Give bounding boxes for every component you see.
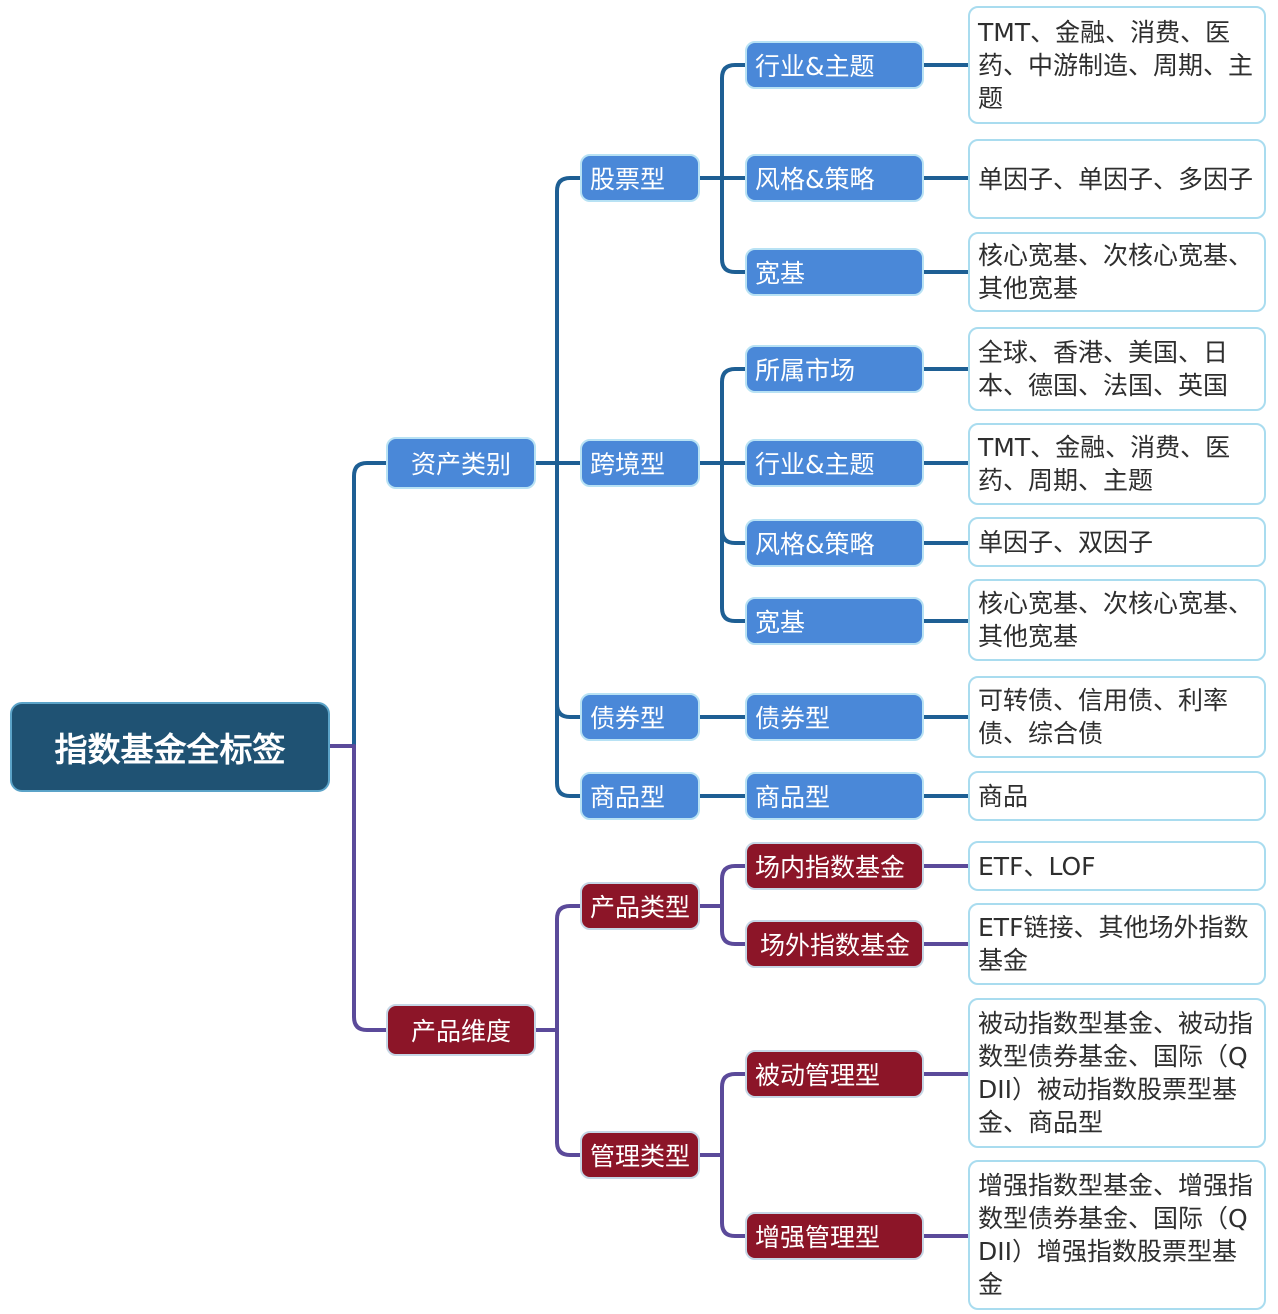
connector-asset-bond-mid <box>555 702 582 719</box>
node-bond-child[interactable]: 债券型 <box>745 693 924 741</box>
leaf-bond: 可转债、信用债、利率债、综合债 <box>968 676 1266 758</box>
connector-root-asset <box>352 461 388 748</box>
connector-asset-bond <box>555 461 582 798</box>
node-management-type[interactable]: 管理类型 <box>580 1131 700 1179</box>
node-cross-industry[interactable]: 行业&主题 <box>745 439 924 487</box>
node-bond[interactable]: 债券型 <box>580 693 700 741</box>
node-onsite-index-fund[interactable]: 场内指数基金 <box>745 842 924 890</box>
leaf-cross-industry: TMT、金融、消费、医药、周期、主题 <box>968 423 1266 505</box>
node-commodity[interactable]: 商品型 <box>580 772 700 820</box>
connector-cross-style <box>720 528 747 545</box>
node-enhanced-management[interactable]: 增强管理型 <box>745 1212 924 1260</box>
connector-stock-industry <box>720 63 747 180</box>
node-asset-category[interactable]: 资产类别 <box>386 437 536 489</box>
node-product-dimension[interactable]: 产品维度 <box>386 1004 536 1056</box>
node-commodity-child[interactable]: 商品型 <box>745 772 924 820</box>
leaf-stock-industry: TMT、金融、消费、医药、中游制造、周期、主题 <box>968 6 1266 124</box>
leaf-enhanced: 增强指数型基金、增强指数型债券基金、国际（QDII）增强指数股票型基金 <box>968 1160 1266 1310</box>
node-cross-border[interactable]: 跨境型 <box>580 439 700 487</box>
node-product-type[interactable]: 产品类型 <box>580 882 700 930</box>
node-stock-style[interactable]: 风格&策略 <box>745 154 924 202</box>
leaf-cross-market: 全球、香港、美国、日本、德国、法国、英国 <box>968 327 1266 411</box>
leaf-cross-style: 单因子、双因子 <box>968 517 1266 567</box>
node-cross-market[interactable]: 所属市场 <box>745 345 924 393</box>
node-cross-broad[interactable]: 宽基 <box>745 597 924 645</box>
connector-product-mgmt <box>555 1028 582 1157</box>
leaf-offsite: ETF链接、其他场外指数基金 <box>968 903 1266 985</box>
connector-stock-broad <box>720 176 747 274</box>
connector-product-type <box>555 904 582 1032</box>
connector-cross-broad <box>720 461 747 623</box>
node-stock-industry[interactable]: 行业&主题 <box>745 41 924 89</box>
leaf-stock-broad: 核心宽基、次核心宽基、其他宽基 <box>968 232 1266 312</box>
node-passive-management[interactable]: 被动管理型 <box>745 1050 924 1098</box>
leaf-stock-style: 单因子、单因子、多因子 <box>968 139 1266 219</box>
root-node[interactable]: 指数基金全标签 <box>10 702 330 792</box>
node-stock-broad[interactable]: 宽基 <box>745 248 924 296</box>
connector-cross-market <box>720 367 747 465</box>
connector-asset-stock <box>555 176 582 465</box>
connector-root-product <box>352 744 388 1032</box>
leaf-cross-broad: 核心宽基、次核心宽基、其他宽基 <box>968 579 1266 661</box>
leaf-commodity: 商品 <box>968 771 1266 821</box>
node-offsite-index-fund[interactable]: 场外指数基金 <box>745 920 924 968</box>
leaf-passive: 被动指数型基金、被动指数型债券基金、国际（QDII）被动指数股票型基金、商品型 <box>968 998 1266 1148</box>
leaf-onsite: ETF、LOF <box>968 841 1266 891</box>
node-stock[interactable]: 股票型 <box>580 154 700 202</box>
node-cross-style[interactable]: 风格&策略 <box>745 519 924 567</box>
